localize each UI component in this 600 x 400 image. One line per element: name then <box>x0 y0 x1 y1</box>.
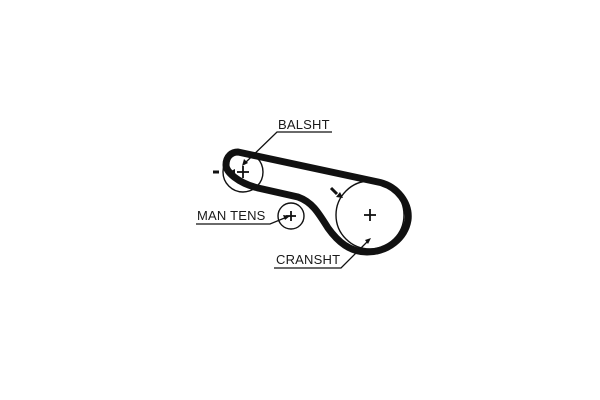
crankshaft-leader-arrow <box>365 238 371 244</box>
balance-shaft-pulley-outline <box>222 151 264 193</box>
crankshaft-timing-tick <box>329 186 339 196</box>
crankshaft-label: CRANSHT <box>276 252 340 267</box>
crankshaft-pulley-outline <box>335 180 405 250</box>
crankshaft-pulley <box>335 180 405 250</box>
manual-tensioner-pulley-outline <box>277 202 305 230</box>
balance-shaft-leader-line <box>243 131 332 165</box>
balance-shaft-leader-arrow <box>242 159 248 166</box>
balance-shaft-label: BALSHT <box>278 117 330 132</box>
manual-tensioner-leader-line <box>196 216 288 225</box>
timing-belt <box>222 148 412 256</box>
manual-tensioner-leader-arrow <box>283 215 290 220</box>
balance-shaft-pulley <box>222 151 264 193</box>
crankshaft-leader-line <box>274 239 370 269</box>
manual-tensioner-pulley <box>277 202 305 230</box>
crankshaft-timing-arrow <box>336 192 343 198</box>
manual-tensioner-label: MAN TENS <box>197 208 266 223</box>
balance-shaft-timing-arrow <box>229 169 235 175</box>
